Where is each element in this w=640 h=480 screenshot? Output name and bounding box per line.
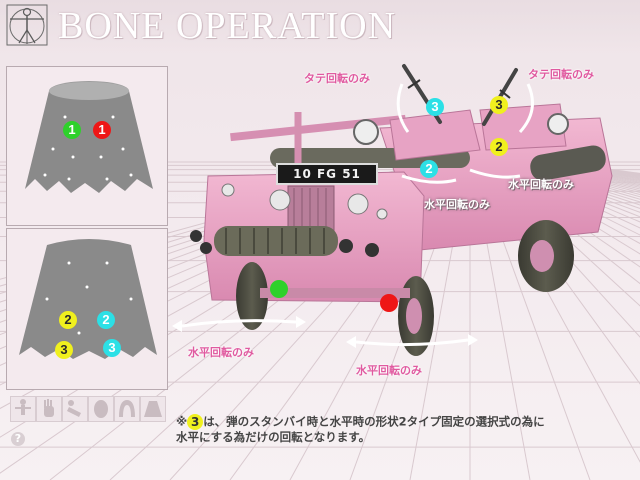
bone-panel-bottom[interactable]: 2 2 3 3 xyxy=(6,228,168,390)
scene-marker-3-yellow[interactable]: 3 xyxy=(490,96,508,114)
help-icon[interactable]: ? xyxy=(11,432,25,446)
scene-marker-red[interactable] xyxy=(380,294,398,312)
label-horizontal-rotation-turret-right: 水平回転のみ xyxy=(508,178,574,191)
label-horizontal-rotation-wheel-right: 水平回転のみ xyxy=(356,364,422,377)
bone-panel-top[interactable]: 1 1 xyxy=(6,66,168,226)
bone-marker-3-cyan[interactable]: 3 xyxy=(103,339,121,357)
bone-marker-2-cyan[interactable]: 2 xyxy=(97,311,115,329)
scene-marker-3-cyan[interactable]: 3 xyxy=(426,98,444,116)
label-vertical-rotation-left: タテ回転のみ xyxy=(304,72,370,85)
header-bar xyxy=(0,0,640,52)
bone-marker-3-yellow[interactable]: 3 xyxy=(55,341,73,359)
label-horizontal-rotation-turret-left: 水平回転のみ xyxy=(424,198,490,211)
footnote-line-1: は、弾のスタンバイ時と水平時の形状2タイプ固定の選択式の為に xyxy=(203,414,545,429)
label-horizontal-rotation-wheel-left: 水平回転のみ xyxy=(188,346,254,359)
hair-icon[interactable] xyxy=(114,396,140,422)
app-title: BONE OPERATION xyxy=(58,5,397,47)
pose-icon[interactable] xyxy=(62,396,88,422)
bone-marker-2-yellow[interactable]: 2 xyxy=(59,311,77,329)
scene-marker-green[interactable] xyxy=(270,280,288,298)
hand-icon[interactable] xyxy=(36,396,62,422)
footnote-line-2: 水平にする為だけの回転となります。 xyxy=(176,430,371,444)
bone-marker-1-green[interactable]: 1 xyxy=(63,121,81,139)
footnote-prefix: ※ xyxy=(176,414,188,429)
scene-marker-2-yellow[interactable]: 2 xyxy=(490,138,508,156)
scene-marker-2-cyan[interactable]: 2 xyxy=(420,160,438,178)
head-icon[interactable] xyxy=(88,396,114,422)
body-figure-icon[interactable] xyxy=(10,396,36,422)
vitruvian-logo-icon xyxy=(6,4,48,46)
body-part-toolbar xyxy=(10,396,170,424)
footnote-number-badge: 3 xyxy=(187,414,204,430)
skirt-shape-bottom xyxy=(19,239,157,359)
skirt-icon[interactable] xyxy=(140,396,166,422)
skirt-shape-top xyxy=(25,81,153,193)
bone-marker-1-red[interactable]: 1 xyxy=(93,121,111,139)
label-vertical-rotation-right: タテ回転のみ xyxy=(528,68,594,81)
license-plate: 10 FG 51 xyxy=(276,163,378,185)
